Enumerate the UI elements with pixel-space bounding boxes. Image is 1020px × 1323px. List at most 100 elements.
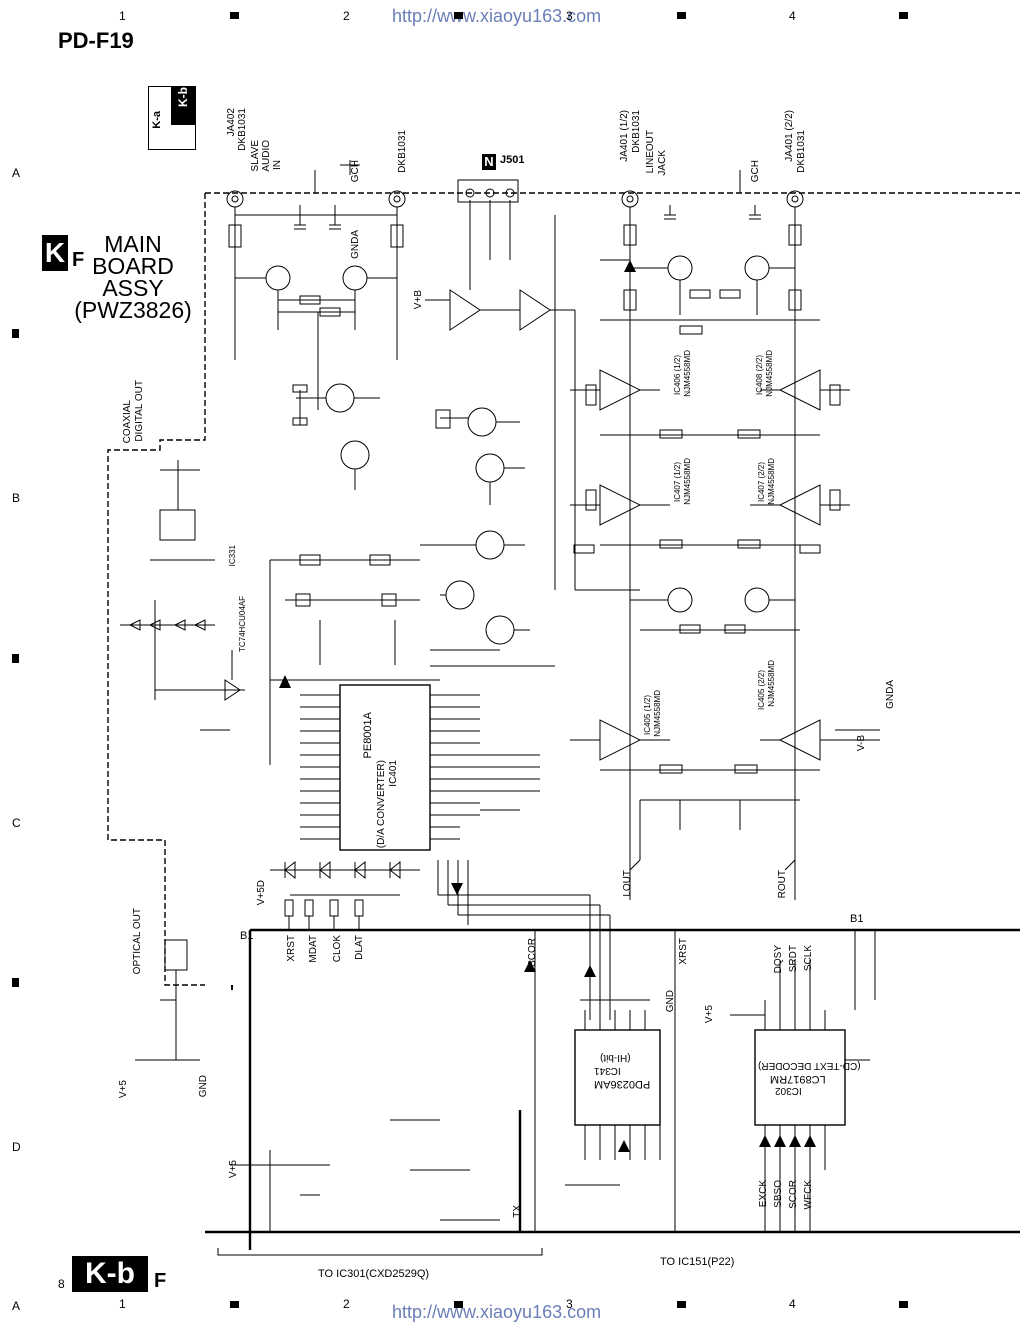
ic408b-label: IC408 (2/2) (755, 355, 764, 396)
grid-mark (899, 12, 908, 19)
column-number: 2 (343, 1297, 350, 1311)
ic406a-label: IC406 (1/2) (673, 355, 682, 396)
jack-label: JACK (657, 150, 668, 176)
coaxial-label: DIGITAL OUT (134, 380, 145, 442)
grid-mark (677, 12, 686, 19)
bus-b1-left: B1 (240, 930, 254, 942)
gnd-gnd: GND (198, 1075, 209, 1098)
signal-dqsy: DQSY (773, 945, 784, 974)
grid-mark (12, 654, 19, 663)
gnd-gnda: GNDA (350, 230, 361, 259)
ic408b-label: NJM4558MD (765, 350, 774, 397)
jack-label: DKB1031 (796, 130, 807, 173)
board-title: MAIN BOARD ASSY (PWZ3826) (68, 231, 198, 323)
footer-board-suffix: F (154, 1270, 167, 1292)
row-letter: D (12, 1140, 21, 1154)
optical-label: OPTICAL OUT (132, 908, 143, 975)
column-number: 1 (119, 1297, 126, 1311)
ic405a-label: NJM4558MD (653, 690, 662, 737)
header-url: http://www.xiaoyu163.com (392, 6, 602, 26)
grid-mark (230, 12, 239, 19)
board-title-line: (PWZ3826) (74, 297, 192, 323)
connector-badge: N (482, 154, 496, 170)
supply-v5: V+5 (228, 1160, 239, 1179)
ic341-label: (HI-bit) (600, 1052, 631, 1063)
supply-v5: V+5 (118, 1080, 129, 1099)
signal-sclk: SCLK (803, 945, 814, 972)
ic407a-label: NJM4558MD (683, 458, 692, 505)
board-title-line: MAIN (104, 231, 162, 257)
to-ic151-label: TO IC151(P22) (660, 1256, 735, 1268)
grid-mark (677, 1301, 686, 1308)
ic405b-label: NJM4558MD (767, 660, 776, 707)
gnd-gch: GCH (350, 160, 361, 183)
page-number: 8 (58, 1277, 65, 1291)
board-title-line: ASSY (102, 275, 164, 301)
row-letter: A (12, 166, 21, 180)
ic405a-label: IC405 (1/2) (643, 695, 652, 736)
signal-srdt: SRDT (788, 945, 799, 973)
kb-tab: K-b (171, 87, 195, 125)
jack-label: DKB1031 (397, 130, 408, 173)
ic407b-label: IC407 (2/2) (757, 462, 766, 503)
ic302-label: (CD-TEXT DECODER) (758, 1060, 861, 1071)
grid-mark (454, 1301, 463, 1308)
jack-label: DKB1031 (631, 110, 642, 153)
signal-mdat: MDAT (308, 935, 319, 963)
board-suffix: F (72, 249, 85, 271)
ic302-label: IC302 (775, 1085, 802, 1096)
signal-wfck: WFCK (803, 1180, 814, 1210)
signal-xrst-2: XRST (678, 938, 689, 965)
jack-label: LINEOUT (645, 130, 656, 174)
board-locator-badge: K-b K-a (148, 86, 196, 150)
column-number: 4 (789, 9, 796, 23)
ic302-label: LC8917RM (770, 1073, 826, 1085)
ic407a-label: IC407 (1/2) (673, 462, 682, 503)
gnd-gnd: GND (665, 990, 676, 1013)
coaxial-label: COAXIAL (122, 400, 133, 444)
supply-v45d: V+5D (256, 880, 267, 906)
jack-label: SLAVE (250, 140, 261, 172)
signal-scor-2: SCOR (788, 1180, 799, 1209)
column-number: 3 (566, 9, 573, 23)
gnd-gch: GCH (750, 160, 761, 183)
gnd-gnda: GNDA (885, 680, 896, 709)
column-number: 1 (119, 9, 126, 23)
row-letter: C (12, 816, 21, 830)
ka-label: K-a (151, 111, 163, 129)
board-title-line: BOARD (92, 253, 174, 279)
doc-id: PD-F19 (58, 28, 134, 53)
ic406a-label: NJM4558MD (683, 350, 692, 397)
jack-label: AUDIO (261, 140, 272, 172)
column-number: 2 (343, 9, 350, 23)
grid-mark (454, 12, 463, 19)
row-letter: B (12, 491, 21, 505)
supply-vb: V-B (856, 735, 867, 752)
signal-dlat: DLAT (354, 935, 365, 960)
ic401-label: IC401 (388, 760, 399, 787)
grid-mark (899, 1301, 908, 1308)
signal-tx: TX (512, 1205, 523, 1218)
footer-url: http://www.xiaoyu163.com (392, 1302, 602, 1322)
column-number: 4 (789, 1297, 796, 1311)
jack-label: IN (272, 160, 283, 170)
kb-label: K-b (176, 87, 190, 107)
signal-scor: SCOR (527, 938, 538, 967)
ic341-label: IC341 (594, 1065, 621, 1076)
ic331-label: IC331 (228, 545, 237, 567)
signal-xrst: XRST (286, 935, 297, 962)
jack-label: JA401 (1/2) (619, 110, 630, 162)
connector-name: J501 (500, 154, 525, 166)
bus-b1-right: B1 (850, 913, 864, 925)
jack-label: JA402 (226, 108, 237, 137)
signal-lout: LOUT (622, 870, 633, 897)
ic331-label: TC74HCU04AF (238, 596, 247, 653)
ka-tab: K-a (151, 111, 171, 149)
to-ic301-label: TO IC301(CXD2529Q) (318, 1268, 430, 1280)
signal-rout: ROUT (777, 870, 788, 899)
grid-mark (230, 1301, 239, 1308)
supply-v5: V+5 (704, 1005, 715, 1024)
grid-mark (12, 978, 19, 987)
supply-vpb: V+B (413, 290, 424, 310)
